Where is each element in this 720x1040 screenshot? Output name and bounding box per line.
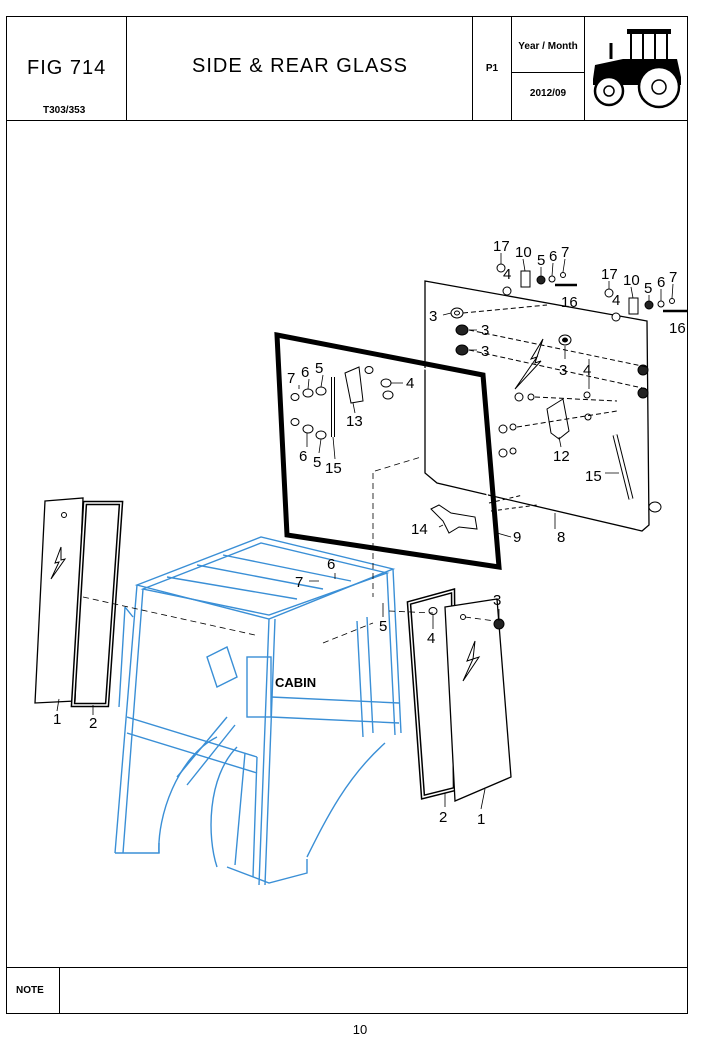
callout-3: 3 — [481, 322, 489, 339]
diagram-canvas: CABIN 17 10 5 6 7 4 16 17 10 5 6 7 4 16 … — [34, 238, 687, 886]
callouts: 17 10 5 6 7 4 16 17 10 5 6 7 4 16 3 3 3 … — [53, 238, 686, 828]
seal-hardware — [290, 366, 394, 440]
tractor-icon — [593, 29, 681, 109]
header-divider — [126, 17, 127, 120]
header-divider — [584, 17, 585, 120]
callout-6: 6 — [327, 556, 335, 573]
rear-glass-panel — [424, 280, 650, 532]
left-side-seal — [70, 500, 124, 708]
callout-3: 3 — [429, 308, 437, 325]
year-month-label: Year / Month — [518, 41, 578, 52]
callout-1: 1 — [477, 811, 485, 828]
callout-4: 4 — [503, 266, 511, 283]
callout-5: 5 — [315, 360, 323, 377]
callout-17: 17 — [601, 266, 618, 283]
callout-4: 4 — [406, 375, 414, 392]
callout-7: 7 — [295, 574, 303, 591]
callout-4: 4 — [583, 362, 591, 379]
callout-10: 10 — [515, 244, 532, 261]
header-divider — [511, 17, 512, 120]
note-label: NOTE — [16, 985, 44, 996]
exploded-diagram: CABIN 17 10 5 6 7 4 16 17 10 5 6 7 4 16 … — [7, 120, 687, 966]
callout-15: 15 — [325, 460, 342, 477]
rear-glass-hardware — [430, 304, 662, 534]
callout-5: 5 — [644, 280, 652, 297]
callout-12: 12 — [553, 448, 570, 465]
figure-number: FIG 714 — [27, 57, 107, 79]
callout-14: 14 — [411, 521, 428, 538]
page-code: P1 — [485, 63, 499, 74]
callout-13: 13 — [346, 413, 363, 430]
callout-10: 10 — [623, 272, 640, 289]
leader-lines — [56, 253, 674, 810]
model-code: T303/353 — [43, 105, 86, 116]
callout-17: 17 — [493, 238, 510, 255]
callout-7: 7 — [287, 370, 295, 387]
callout-9: 9 — [513, 529, 521, 546]
callout-8: 8 — [557, 529, 565, 546]
page-number: 10 — [352, 1022, 368, 1037]
header-divider — [511, 72, 584, 73]
right-side-glass — [428, 598, 512, 802]
rear-glass-seal — [274, 331, 502, 570]
callout-7: 7 — [561, 244, 569, 261]
note-divider — [59, 968, 60, 1014]
cabin-label: CABIN — [275, 675, 316, 690]
callout-6: 6 — [549, 248, 557, 265]
callout-4: 4 — [612, 292, 620, 309]
year-month-value: 2012/09 — [529, 88, 567, 99]
callout-3: 3 — [481, 343, 489, 360]
parts-sheet: FIG 714 T303/353 SIDE & REAR GLASS P1 Ye… — [6, 16, 688, 1014]
callout-2: 2 — [439, 809, 447, 826]
callout-15: 15 — [585, 468, 602, 485]
header: FIG 714 T303/353 SIDE & REAR GLASS P1 Ye… — [7, 17, 687, 121]
cabin-frame — [114, 536, 402, 886]
hinge-hardware — [496, 263, 687, 322]
callout-6: 6 — [299, 448, 307, 465]
callout-4: 4 — [427, 630, 435, 647]
callout-16: 16 — [669, 320, 686, 337]
callout-2: 2 — [89, 715, 97, 732]
callout-7: 7 — [669, 269, 677, 286]
callout-5: 5 — [379, 618, 387, 635]
callout-16: 16 — [561, 294, 578, 311]
callout-3: 3 — [559, 362, 567, 379]
note-row: NOTE — [7, 967, 687, 1014]
callout-5: 5 — [537, 252, 545, 269]
callout-5: 5 — [313, 454, 321, 471]
header-divider — [472, 17, 473, 120]
callout-6: 6 — [657, 274, 665, 291]
callout-6: 6 — [301, 364, 309, 381]
page-title: SIDE & REAR GLASS — [192, 55, 408, 77]
callout-3: 3 — [493, 592, 501, 609]
guide-lines — [82, 456, 496, 644]
callout-1: 1 — [53, 711, 61, 728]
